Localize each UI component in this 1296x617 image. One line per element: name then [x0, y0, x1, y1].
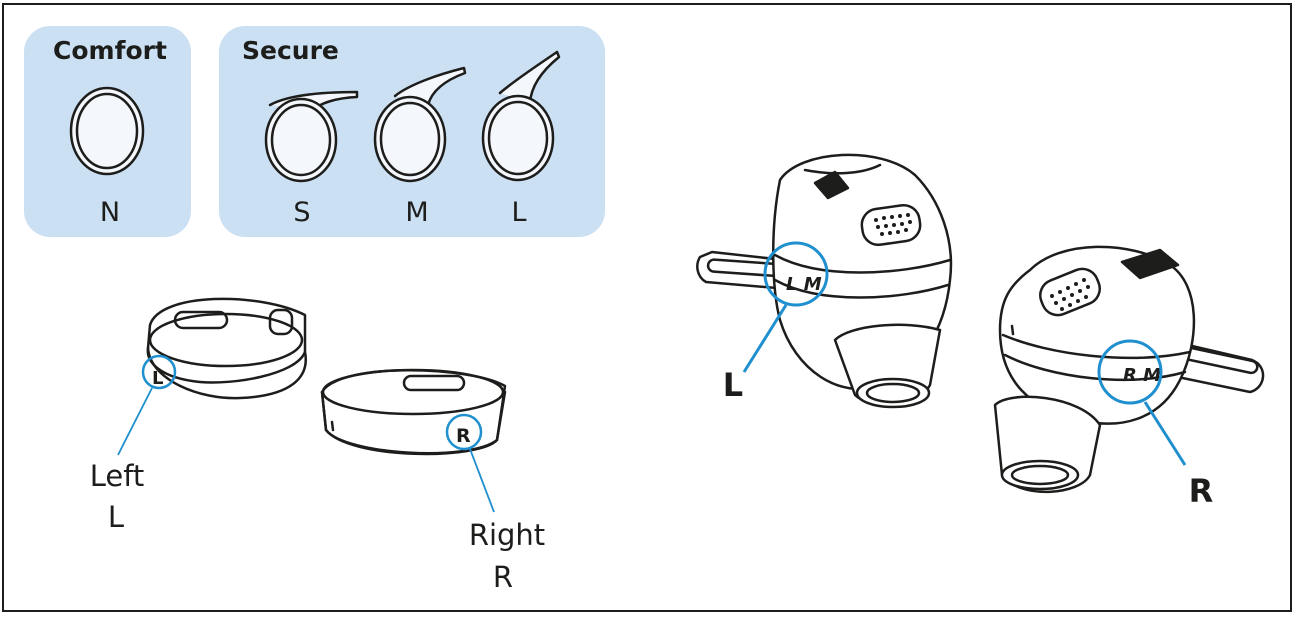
secure-title: Secure [242, 36, 339, 65]
left-ring-leader-line [117, 387, 153, 456]
left-earbud-mark: L M [786, 274, 822, 295]
right-ring-mark: R [456, 425, 471, 447]
secure-fin-s-icon [264, 90, 359, 183]
left-earbud-icon [696, 153, 953, 409]
right-ring-letter: R [492, 560, 514, 594]
right-ring-leader-line [469, 448, 495, 513]
right-earbud-mark: R M [1123, 365, 1161, 386]
size-label-n: N [99, 197, 121, 228]
right-earbud-icon [993, 245, 1265, 494]
right-earbud-letter: R [1188, 472, 1214, 510]
left-earbud-letter: L [722, 366, 744, 404]
left-ring-icon [146, 297, 307, 400]
comfort-title: Comfort [53, 36, 167, 65]
left-earbud-callout-circle [763, 241, 829, 307]
left-earbud-leader-line [742, 304, 788, 373]
right-ring-callout-circle [445, 413, 483, 451]
size-label-m: M [405, 197, 429, 228]
figure-frame [2, 3, 1292, 612]
secure-fin-l-icon [481, 50, 561, 182]
right-ring-icon [320, 368, 507, 456]
left-ring-letter: L [107, 500, 125, 534]
secure-fin-m-icon [373, 66, 467, 183]
size-label-l: L [511, 197, 527, 228]
comfort-fin-n-icon [69, 86, 145, 176]
left-ring-mark: L [152, 368, 163, 389]
right-earbud-leader-line [1143, 401, 1187, 466]
right-ring-word: Right [468, 518, 546, 552]
size-label-s: S [293, 197, 311, 228]
right-earbud-callout-circle [1097, 339, 1163, 405]
left-ring-callout-circle [141, 354, 177, 390]
left-ring-word: Left [89, 459, 145, 493]
